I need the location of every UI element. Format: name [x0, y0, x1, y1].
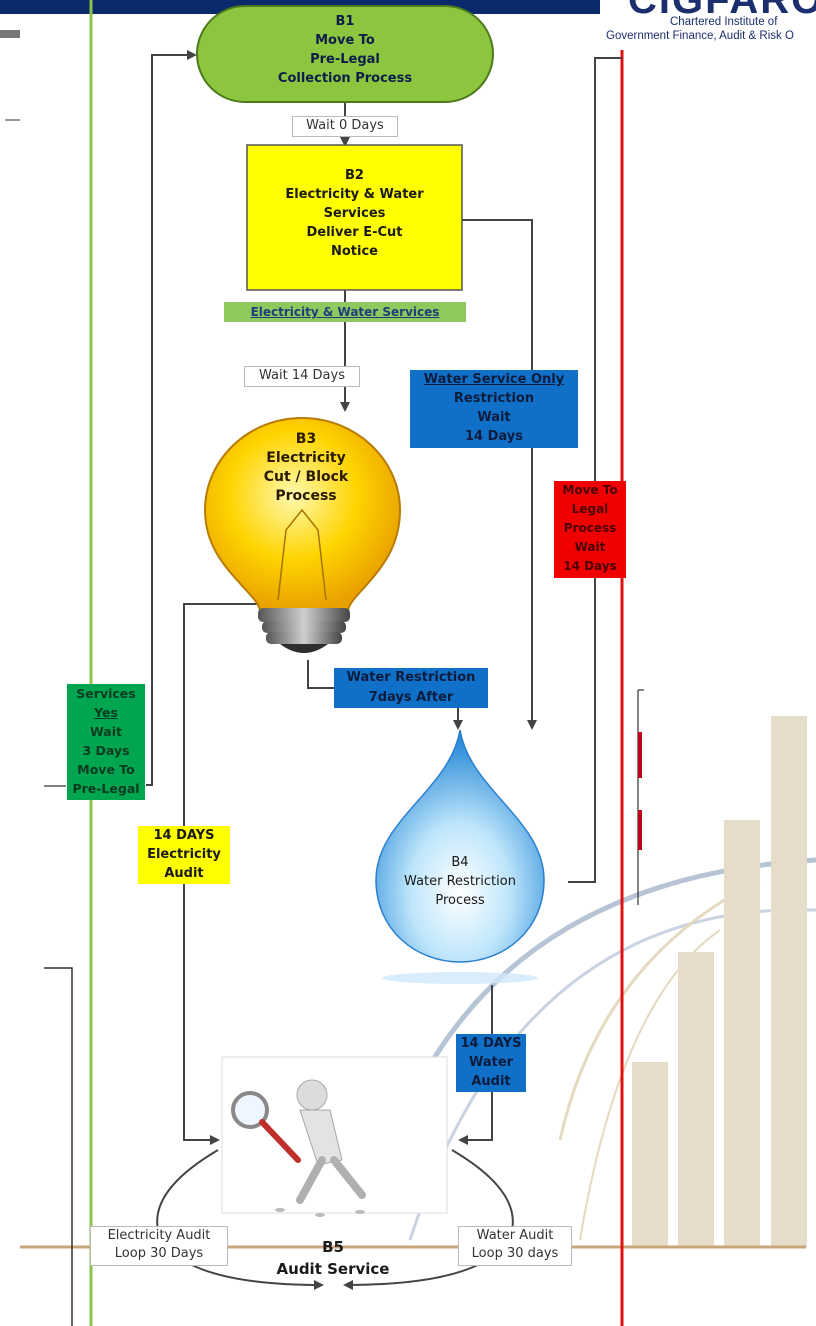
b4-id: B4: [451, 855, 469, 870]
water-audit-line2: Water: [468, 1055, 514, 1070]
label-wait-14: Wait 14 Days: [244, 366, 360, 387]
label-electricity-water-services: Electricity & Water Services: [224, 302, 466, 322]
water-only-line1: Water Service Only: [423, 372, 565, 387]
legal-line2: Legal: [571, 502, 609, 516]
legal-line3: Process: [563, 521, 617, 535]
b1-shape: [196, 5, 494, 103]
label-electricity-audit: 14 DAYS Electricity Audit: [138, 826, 230, 884]
legal-line1: Move To: [562, 483, 618, 497]
bg-bar-4: [771, 716, 807, 1247]
org-line-1: Chartered Institute of: [670, 16, 778, 28]
b1-line2: Pre-Legal: [310, 52, 380, 67]
b1-id: B1: [335, 14, 355, 29]
water-only-line4: 14 Days: [465, 429, 523, 444]
b1-line1: Move To: [315, 33, 375, 48]
b2-text[interactable]: B2 Electricity & Water Services Deliver …: [247, 166, 462, 261]
bg-arc-beige: [558, 878, 761, 1141]
header-gray-mark: [0, 30, 20, 38]
water-only-line3: Wait: [477, 410, 511, 425]
b2-line1: Electricity & Water: [285, 187, 424, 202]
label-water-service-only: Water Service Only Restriction Wait 14 D…: [410, 370, 578, 448]
b2-line4: Notice: [330, 244, 378, 259]
b3-line2: Cut / Block: [263, 469, 349, 485]
b4-drop: [375, 729, 545, 984]
logo-letters: CIGFARO: [628, 0, 816, 22]
b3-id: B3: [295, 431, 317, 447]
b2-shape: [246, 144, 463, 291]
b5-text[interactable]: B5 Audit Service: [248, 1236, 418, 1280]
b2-line2: Services: [323, 206, 386, 221]
b3-line3: Process: [275, 488, 337, 504]
label-wait-0: Wait 0 Days: [292, 116, 398, 137]
services-line2: Yes: [94, 705, 118, 720]
b5-id: B5: [322, 1238, 344, 1256]
services-line1: Services: [76, 686, 136, 701]
b2-id: B2: [345, 168, 364, 183]
bg-bar-3: [724, 820, 760, 1247]
label-electricity-audit-loop: Electricity Audit Loop 30 Days: [90, 1226, 228, 1266]
services-line6: Pre-Legal: [72, 781, 140, 796]
b4-line2: Process: [435, 893, 485, 908]
wr-line2: 7days After: [368, 690, 454, 705]
legal-line4: Wait: [574, 540, 606, 554]
elec-loop-line2: Loop 30 Days: [114, 1246, 204, 1261]
bg-bar-1: [632, 1062, 668, 1247]
elec-audit-line2: Electricity: [147, 847, 221, 862]
label-services-yes: Services Yes Wait 3 Days Move To Pre-Leg…: [67, 684, 145, 800]
water-audit-line3: Audit: [471, 1074, 511, 1089]
water-loop-line2: Loop 30 days: [471, 1246, 559, 1261]
label-move-to-legal: Move To Legal Process Wait 14 Days: [554, 481, 626, 578]
legal-line5: 14 Days: [563, 559, 617, 573]
water-audit-line1: 14 DAYS: [460, 1036, 522, 1051]
b5-picture: [221, 1056, 448, 1217]
label-water-audit: 14 DAYS Water Audit: [456, 1034, 526, 1092]
b3-bulb: [203, 416, 402, 653]
elec-audit-line3: Audit: [164, 866, 204, 881]
elec-loop-line1: Electricity Audit: [107, 1228, 211, 1243]
b1-line3: Collection Process: [277, 71, 413, 86]
b3-text[interactable]: B3 Electricity Cut / Block Process: [226, 430, 386, 506]
b4-text[interactable]: B4 Water Restriction Process: [380, 853, 540, 910]
services-line3: Wait: [89, 724, 123, 739]
bg-bar-2: [678, 952, 714, 1247]
label-water-restriction-7days: Water Restriction 7days After: [334, 668, 488, 708]
cigfaro-logo: CIGFARO Chartered Institute of Governmen…: [600, 0, 816, 50]
services-line4: 3 Days: [82, 743, 130, 758]
b4-line1: Water Restriction: [404, 874, 516, 889]
elec-audit-line1: 14 DAYS: [153, 828, 215, 843]
water-loop-line1: Water Audit: [476, 1228, 554, 1243]
services-line5: Move To: [77, 762, 135, 777]
label-water-audit-loop: Water Audit Loop 30 days: [458, 1226, 572, 1266]
org-line-2: Government Finance, Audit & Risk O: [606, 30, 794, 42]
b5-line1: Audit Service: [276, 1260, 390, 1278]
wr-line1: Water Restriction: [346, 670, 476, 685]
b2-line3: Deliver E-Cut: [306, 225, 403, 240]
b1-text[interactable]: B1 Move To Pre-Legal Collection Process: [197, 12, 493, 88]
b3-line1: Electricity: [266, 450, 346, 466]
water-only-line2: Restriction: [453, 391, 535, 406]
